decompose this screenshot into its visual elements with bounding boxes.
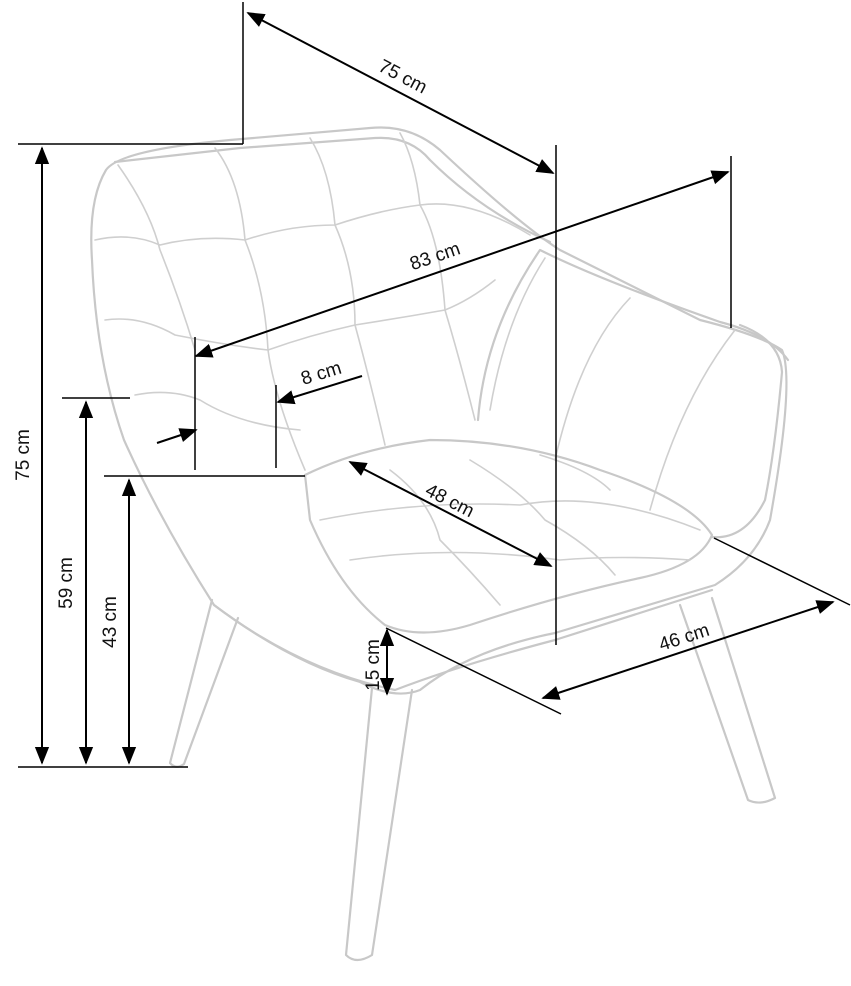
- back-seam: [104, 279, 496, 351]
- backrest-thickness-arrow-left: [156, 428, 198, 444]
- right-armrest: [476, 248, 790, 422]
- total-height-label: 75 cm: [13, 429, 34, 481]
- seat-depth-dimension: [348, 461, 553, 567]
- shell-bottom-edge: [212, 588, 714, 692]
- back-seam: [214, 147, 306, 471]
- dimension-labels: 75 cm 59 cm 43 cm 15 cm 75 cm 83 cm 8 cm…: [13, 56, 712, 691]
- armrest-seam: [649, 329, 736, 511]
- seat-seam: [319, 500, 701, 531]
- depth-dimension: [246, 12, 555, 174]
- back-seam: [399, 132, 476, 421]
- armrest-front-face: [710, 323, 784, 539]
- dimension-lines: [18, 2, 851, 768]
- armrest-height-label: 59 cm: [56, 557, 77, 609]
- back-seam: [309, 137, 386, 446]
- seat-width-dimension: [541, 600, 835, 700]
- back-left-leg: [168, 598, 240, 768]
- backrest-thickness-label: 8 cm: [299, 358, 345, 390]
- back-seam: [117, 164, 196, 351]
- back-seam: [134, 391, 301, 431]
- armrest-seam: [489, 257, 546, 411]
- leg-height-label: 15 cm: [363, 639, 384, 691]
- extension-line: [385, 627, 562, 715]
- width-dimension: [194, 170, 730, 358]
- extension-line: [713, 537, 851, 606]
- backrest-thickness-arrow-right: [276, 375, 363, 405]
- back-seam: [94, 203, 531, 246]
- seat-height-label: 43 cm: [100, 596, 121, 648]
- seat-cushion: [303, 438, 714, 634]
- front-leg: [344, 686, 414, 962]
- seat-seam: [539, 454, 611, 491]
- back-right-leg: [678, 596, 777, 804]
- seat-seam: [349, 551, 691, 561]
- armrest-seam: [554, 297, 631, 461]
- depth-label: 75 cm: [375, 56, 431, 99]
